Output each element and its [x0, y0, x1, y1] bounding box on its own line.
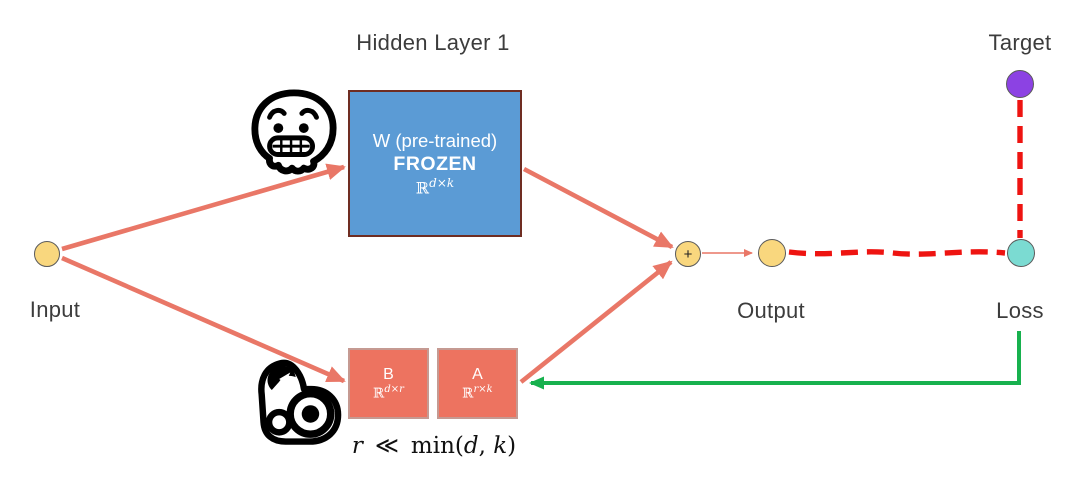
w-pretrained-box: W (pre-trained) FROZEN ℝd×k — [348, 90, 522, 237]
target-label: Target — [988, 30, 1052, 55]
b-box-title: B — [383, 366, 394, 384]
arrow-a-to-sum — [519, 260, 673, 384]
target-node — [1006, 70, 1034, 98]
arrow-loss-to-a-backprop — [529, 331, 1021, 390]
rank-equation: r≪min(d, k) — [351, 433, 517, 459]
arrow-input-to-w — [61, 163, 346, 252]
arrow-w-to-sum — [522, 166, 674, 250]
output-label: Output — [737, 298, 805, 323]
lora-b-box: B ℝd×r — [348, 348, 429, 419]
a-box-title: A — [472, 366, 483, 384]
flexed-biceps-icon — [250, 356, 347, 448]
lora-a-box: A ℝr×k — [437, 348, 518, 419]
loss-label: Loss — [996, 298, 1044, 323]
output-node — [758, 239, 786, 267]
input-node — [34, 241, 60, 267]
freezing-face-icon — [243, 87, 345, 177]
input-label: Input — [29, 297, 81, 322]
hidden-layer-title: Hidden Layer 1 — [356, 30, 510, 55]
w-box-dimension: ℝd×k — [415, 176, 455, 198]
a-box-dimension: ℝr×k — [462, 384, 493, 402]
loss-node — [1007, 239, 1035, 267]
w-box-frozen-label: FROZEN — [393, 152, 477, 175]
w-box-title: W (pre-trained) — [372, 129, 498, 151]
b-box-dimension: ℝd×r — [373, 384, 404, 402]
arrow-input-to-b — [61, 255, 346, 384]
sum-node: + — [675, 241, 701, 267]
dashed-output-to-loss — [788, 249, 1006, 257]
